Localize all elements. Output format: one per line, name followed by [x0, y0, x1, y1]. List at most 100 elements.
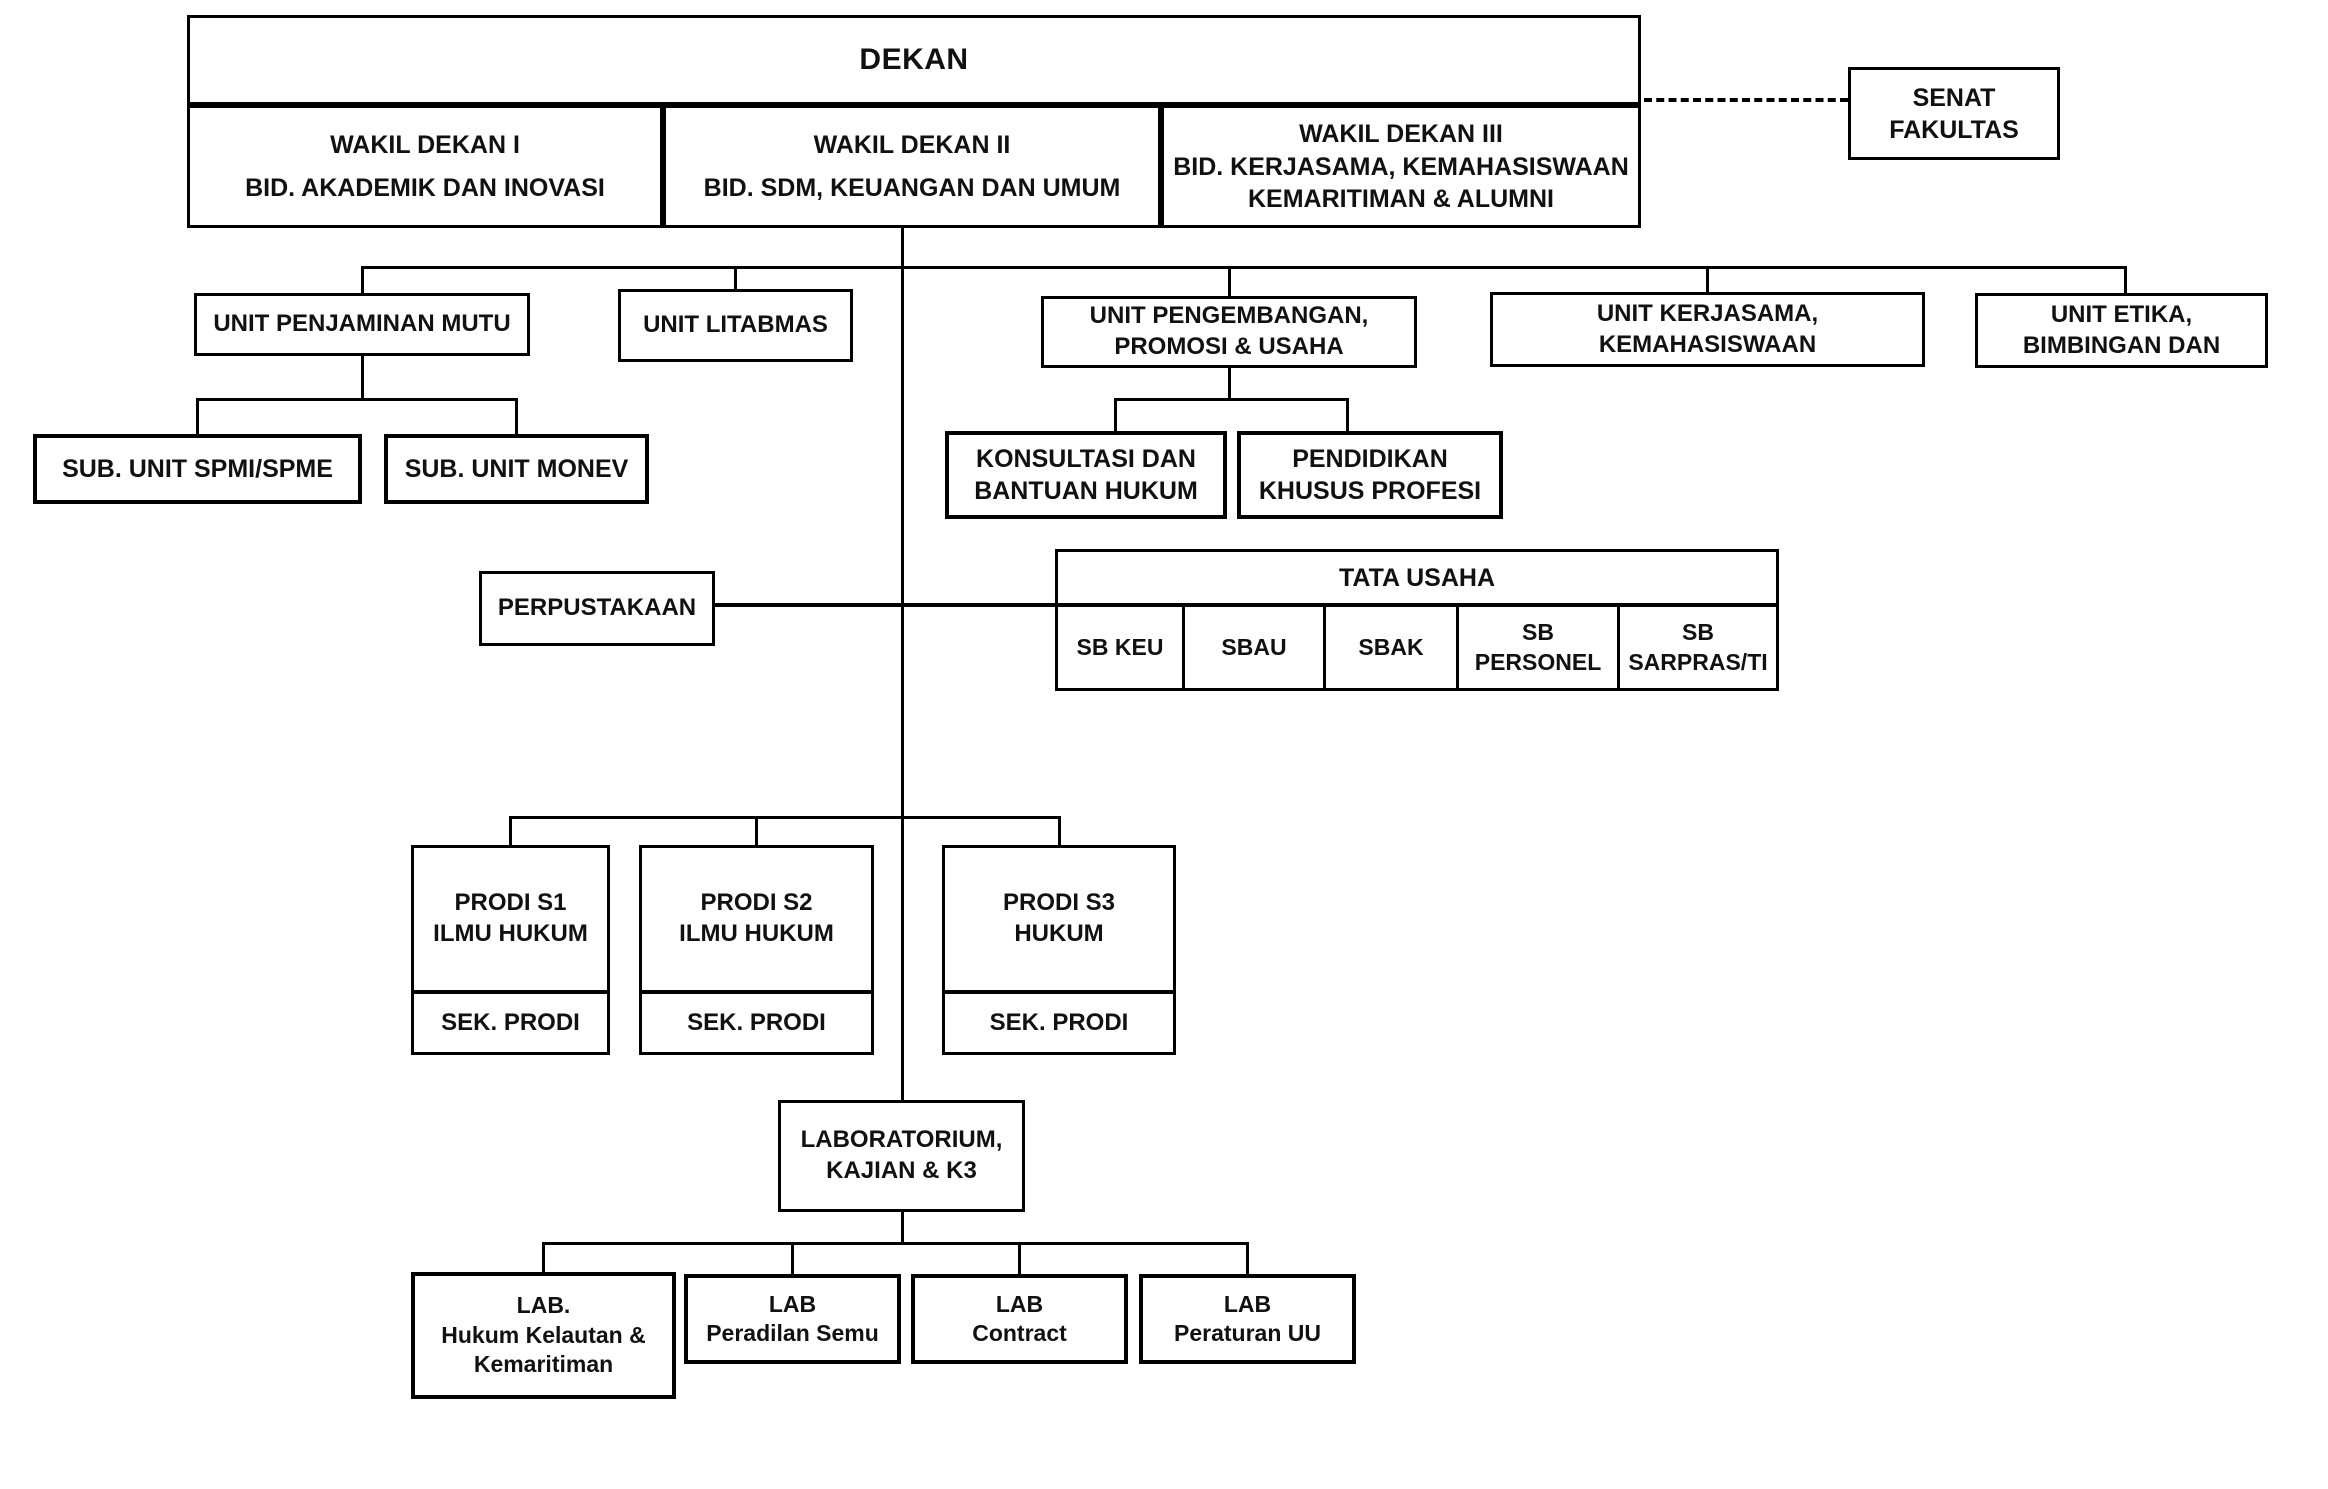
connector-stub-unit-penjaminan: [361, 266, 364, 293]
unit-kerjasama-label-line1: UNIT KERJASAMA,: [1596, 299, 1819, 327]
laboratorium-label-line2: KAJIAN & K3: [826, 1157, 977, 1184]
unit-etika-label-line1: UNIT ETIKA,: [2050, 300, 2193, 328]
pendidikan-label-line1: PENDIDIKAN: [1292, 445, 1448, 473]
lab-peradilan-semu-box: LAB Peradilan Semu: [684, 1274, 901, 1364]
connector-labs-horizontal-line: [542, 1242, 1249, 1245]
connector-stub-lab-kelautan: [542, 1242, 545, 1272]
connector-stub-spmi: [196, 398, 199, 434]
prodi-s3-title: PRODI S3 HUKUM: [945, 848, 1173, 990]
konsultasi-label-line1: KONSULTASI DAN: [976, 445, 1196, 473]
tata-cell-label: SB KEU: [1076, 633, 1164, 660]
lab-kelautan-line1: LAB.: [516, 1292, 571, 1319]
wakil-dekan-1-title: WAKIL DEKAN I: [330, 131, 520, 159]
prodi-s2-line2: ILMU HUKUM: [679, 920, 834, 947]
prodi-s1-title: PRODI S1 ILMU HUKUM: [414, 848, 607, 990]
connector-lab-down-line: [901, 1212, 904, 1244]
prodi-s3-line1: PRODI S3: [1002, 889, 1116, 917]
unit-litabmas-label: UNIT LITABMAS: [643, 311, 828, 339]
senat-fakultas-box: SENAT FAKULTAS: [1848, 67, 2060, 160]
tata-cell-label: SBAU: [1221, 633, 1287, 660]
unit-pengembangan-box: UNIT PENGEMBANGAN, PROMOSI & USAHA: [1041, 296, 1417, 368]
prodi-s1-line2: ILMU HUKUM: [433, 920, 588, 947]
connector-stub-lab-peraturan: [1246, 1242, 1249, 1274]
wakil-dekan-3-title: WAKIL DEKAN III: [1299, 120, 1503, 149]
pendidikan-label-line2: KHUSUS PROFESI: [1258, 477, 1482, 505]
unit-etika-label-line2: BIMBINGAN DAN: [2022, 331, 2221, 359]
tata-cell-sbak: SBAK: [1326, 607, 1459, 688]
lab-contract-line2: Contract: [972, 1320, 1067, 1346]
unit-penjaminan-mutu-label: UNIT PENJAMINAN MUTU: [213, 310, 511, 338]
tata-cell-label-line2: SARPRAS/TI: [1628, 648, 1768, 675]
connector-stub-unit-kerjasama: [1706, 266, 1709, 292]
tata-cell-sb-personel: SB PERSONEL: [1459, 607, 1620, 688]
tata-cell-label: SBAK: [1358, 633, 1424, 660]
prodi-s3-line2: HUKUM: [1014, 920, 1104, 947]
perpustakaan-box: PERPUSTAKAAN: [479, 571, 715, 646]
unit-etika-box: UNIT ETIKA, BIMBINGAN DAN: [1975, 293, 2268, 368]
wakil-dekan-2-box: WAKIL DEKAN II BID. SDM, KEUANGAN DAN UM…: [663, 105, 1161, 228]
dekan-label: DEKAN: [859, 42, 969, 76]
prodi-s2-box: PRODI S2 ILMU HUKUM SEK. PRODI: [639, 845, 874, 1055]
connector-penjaminan-down-line: [361, 356, 364, 400]
connector-prodi-horizontal-line: [509, 816, 1061, 819]
lab-kelautan-line3: Kemaritiman: [473, 1351, 614, 1378]
unit-kerjasama-label-line2: KEMAHASISWAAN: [1598, 330, 1817, 358]
konsultasi-label-line2: BANTUAN HUKUM: [974, 477, 1198, 505]
connector-subunits-horizontal-line: [196, 398, 518, 401]
tata-cell-sb-keu: SB KEU: [1058, 607, 1185, 688]
perpustakaan-label: PERPUSTAKAAN: [497, 594, 697, 622]
connector-pengembangan-down-line: [1228, 368, 1231, 400]
laboratorium-label-line1: LABORATORIUM,: [800, 1126, 1003, 1154]
connector-stub-unit-pengembangan: [1228, 266, 1231, 296]
connector-stub-prodi-s1: [509, 816, 512, 845]
senat-label-line1: SENAT: [1912, 83, 1996, 112]
wakil-dekan-1-subtitle: BID. AKADEMIK DAN INOVASI: [245, 174, 605, 202]
connector-stub-monev: [515, 398, 518, 434]
connector-stub-unit-etika: [2124, 266, 2127, 293]
prodi-s3-sek-prodi: SEK. PRODI: [945, 990, 1173, 1052]
wakil-dekan-1-box: WAKIL DEKAN I BID. AKADEMIK DAN INOVASI: [187, 105, 663, 228]
sub-unit-monev-label: SUB. UNIT MONEV: [404, 455, 629, 483]
lab-peraturan-uu-box: LAB Peraturan UU: [1139, 1274, 1356, 1364]
tata-usaha-cells: SB KEU SBAU SBAK SB PERSONEL SB SARPRAS/…: [1058, 607, 1776, 688]
laboratorium-kajian-k3-box: LABORATORIUM, KAJIAN & K3: [778, 1100, 1025, 1212]
sub-unit-spmi-spme-box: SUB. UNIT SPMI/SPME: [33, 434, 362, 504]
connector-stub-konsultasi: [1114, 398, 1117, 431]
sub-unit-monev-box: SUB. UNIT MONEV: [384, 434, 649, 504]
lab-peraturan-line2: Peraturan UU: [1174, 1320, 1321, 1346]
lab-contract-line1: LAB: [995, 1290, 1044, 1317]
lab-contract-box: LAB Contract: [911, 1274, 1128, 1364]
senat-label-line2: FAKULTAS: [1889, 115, 2019, 144]
lab-kelautan-line2: Hukum Kelautan &: [441, 1321, 646, 1348]
wakil-dekan-3-box: WAKIL DEKAN III BID. KERJASAMA, KEMAHASI…: [1161, 105, 1641, 228]
pendidikan-khusus-profesi-box: PENDIDIKAN KHUSUS PROFESI: [1237, 431, 1503, 519]
connector-central-vertical-line: [901, 228, 904, 1100]
connector-stub-unit-litabmas: [734, 266, 737, 289]
connector-stub-lab-contract: [1018, 1242, 1021, 1274]
lab-peradilan-line2: Peradilan Semu: [706, 1320, 879, 1346]
prodi-s3-box: PRODI S3 HUKUM SEK. PRODI: [942, 845, 1176, 1055]
dekan-box: DEKAN: [187, 15, 1641, 105]
unit-kerjasama-box: UNIT KERJASAMA, KEMAHASISWAAN: [1490, 292, 1925, 367]
tata-cell-label-line1: SB: [1682, 618, 1714, 645]
unit-pengembangan-label-line2: PROMOSI & USAHA: [1114, 333, 1344, 360]
connector-stub-lab-peradilan: [791, 1242, 794, 1274]
connector-pengembangan-horizontal-line: [1114, 398, 1349, 401]
lab-hukum-kelautan-box: LAB. Hukum Kelautan & Kemaritiman: [411, 1272, 676, 1399]
lab-peradilan-line1: LAB: [768, 1290, 817, 1317]
prodi-s1-line1: PRODI S1: [454, 889, 567, 917]
wakil-dekan-3-subtitle-line1: BID. KERJASAMA, KEMAHASISWAAN: [1173, 152, 1629, 181]
connector-stub-pendidikan: [1346, 398, 1349, 431]
prodi-s1-box: PRODI S1 ILMU HUKUM SEK. PRODI: [411, 845, 610, 1055]
wakil-dekan-3-subtitle-line2: KEMARITIMAN & ALUMNI: [1248, 184, 1554, 213]
prodi-s1-sek-prodi: SEK. PRODI: [414, 990, 607, 1052]
connector-units-horizontal-line: [361, 266, 2127, 269]
sub-unit-spmi-spme-label: SUB. UNIT SPMI/SPME: [62, 455, 333, 483]
connector-stub-prodi-s2: [755, 816, 758, 845]
unit-litabmas-box: UNIT LITABMAS: [618, 289, 853, 362]
tata-usaha-title: TATA USAHA: [1058, 552, 1776, 607]
lab-peraturan-line1: LAB: [1223, 1290, 1272, 1317]
wakil-dekan-2-title: WAKIL DEKAN II: [813, 131, 1011, 159]
tata-usaha-box: TATA USAHA SB KEU SBAU SBAK SB PERSONEL …: [1055, 549, 1779, 691]
